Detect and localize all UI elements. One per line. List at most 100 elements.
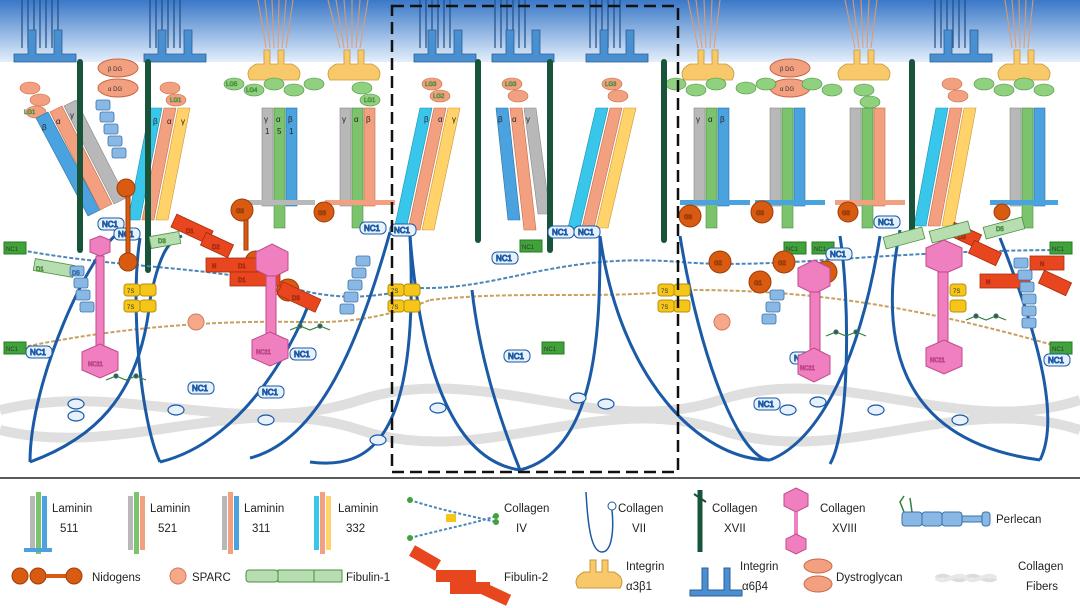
legend-laminin-332: Laminin 332 (314, 492, 378, 554)
collagen-vii-nc2-nodes (67, 392, 969, 446)
chain-beta-label: β (498, 115, 503, 124)
nc1-label: NC1 (496, 254, 513, 263)
lg1-label: LG1 (364, 98, 376, 104)
nc1-label: NC1 (552, 228, 569, 237)
lg2-label: LG2 (433, 94, 445, 100)
lg-domains: LG1 LG1 LG5 LG4 LG1 LG3 LG2 LG3 LG3 (19, 77, 1055, 119)
laminin-521-a: γ α β (325, 107, 395, 229)
g2-label: G2 (714, 261, 723, 267)
lg3-label: LG3 (505, 82, 517, 88)
collagen-xvii-group (77, 59, 915, 273)
chain-beta-label: β (424, 115, 429, 124)
g3-label: G3 (236, 209, 245, 215)
laminin-511-far-right (990, 107, 1058, 229)
laminin-511-b: γ α β (680, 107, 750, 229)
nc1-label: NC1 (102, 220, 119, 229)
chain-gamma-label: γ (696, 115, 700, 124)
chain-beta-label: β (720, 115, 725, 124)
legend-collagen-xvii-line1: Collagen (712, 503, 757, 515)
chain-alpha-label: α (276, 115, 281, 124)
legend-integrin-a3b1-line1: Integrin (626, 561, 664, 573)
g2-label: G2 (778, 261, 787, 267)
chain-alpha-label: α (167, 117, 172, 126)
legend-dystroglycan: Dystroglycan (803, 558, 902, 593)
laminin-332-left: β α γ (127, 107, 191, 221)
chain-beta-label: β (366, 115, 371, 124)
beta-dg-label: β DG (108, 67, 122, 73)
laminin-332-right (567, 107, 637, 229)
nc11-label: NC11 (88, 362, 104, 368)
d3-label: D3 (958, 235, 966, 241)
n-label: N (986, 280, 990, 286)
g1-label: G1 (754, 281, 763, 287)
laminin-311-center: β α γ (495, 107, 551, 231)
collagen-vii-loops (28, 229, 1050, 472)
nidogens: G3 G2 G1 G3 G3 G2 G3 G2 G1 G1 G3 (116, 178, 1011, 302)
legend-integrin-a3b1: Integrin α3β1 (575, 559, 664, 593)
nc1-label: NC1 (394, 226, 411, 235)
lg3-label: LG3 (605, 82, 617, 88)
nc1-label: NC1 (364, 224, 381, 233)
nc1-label: NC1 (508, 352, 525, 361)
legend-nidogens: Nidogens (11, 567, 141, 585)
nc1-label: NC1 (6, 247, 19, 253)
laminin-bundles: β α γ β α γ γ α β 1 5 1 (35, 99, 1058, 231)
nc1-label: NC1 (1048, 356, 1065, 365)
legend-integrin-a6b4-line1: Integrin (740, 561, 778, 573)
intermediate-filaments (21, 0, 966, 48)
legend-fibulin-1-text: Fibulin-1 (346, 572, 390, 584)
chain-alpha-label: α (708, 115, 713, 124)
nc1-label: NC1 (522, 245, 535, 251)
nc1-label: NC1 (878, 218, 895, 227)
d1-label: D1 (238, 264, 246, 270)
d5-label: D5 (72, 271, 80, 277)
nc1-label: NC1 (830, 250, 847, 259)
legend-laminin-511-line1: Laminin (52, 503, 92, 515)
legend-laminin-311-line1: Laminin (244, 503, 284, 515)
d3-label: D3 (158, 239, 166, 245)
legend-laminin-521-line1: Laminin (150, 503, 190, 515)
lg5-label: LG5 (226, 82, 238, 88)
lg3-label: LG3 (425, 82, 437, 88)
nc11-label: NC11 (930, 358, 946, 364)
nc11-label: NC11 (800, 366, 816, 372)
seven-s-label: 7S (391, 289, 398, 295)
g3-label: G3 (756, 211, 765, 217)
legend-laminin-311-line2: 311 (252, 523, 270, 535)
alpha-dg-label: α DG (780, 87, 794, 93)
legend-perlecan-text: Perlecan (996, 514, 1041, 526)
laminin-332-far-right (913, 107, 977, 227)
fibulin-1-group: D3 D1 D5 (32, 216, 1026, 278)
chain-beta-label: β (153, 117, 158, 126)
legend-collagen-vii-line1: Collagen (618, 503, 663, 515)
seven-s-label: 7S (661, 289, 668, 295)
collagen-xviii-group: NC11 NC11 NC11 NC11 (81, 235, 963, 383)
seven-s-label: 7S (661, 305, 668, 311)
seven-s-label: 7S (391, 305, 398, 311)
d1-label: D1 (36, 267, 44, 273)
nc1-label: NC1 (544, 347, 557, 353)
nc1-label: NC1 (1052, 247, 1065, 253)
seven-s-label: 7S (127, 305, 134, 311)
nc11-label: NC11 (256, 350, 272, 356)
legend-dystroglycan-text: Dystroglycan (836, 572, 902, 584)
seven-s-label: 7S (953, 289, 960, 295)
d2-label: D2 (212, 245, 220, 251)
seven-s-label: 7S (127, 289, 134, 295)
legend-laminin-311: Laminin 311 (222, 492, 284, 554)
chain-gamma-label: γ (342, 115, 346, 124)
legend-collagen-fibers-line1: Collagen (1018, 561, 1063, 573)
d1-label: D1 (186, 229, 194, 235)
laminin-511-a: γ α β 1 5 1 (245, 107, 315, 229)
legend: Laminin 511 Laminin 521 Laminin 311 Lami… (11, 487, 1063, 606)
n-label: N (1040, 262, 1044, 268)
lg1-label: LG1 (24, 110, 36, 116)
nc1-label: NC1 (294, 350, 311, 359)
legend-collagen-iv-line1: Collagen (504, 503, 549, 515)
chain-number-label: 5 (277, 127, 282, 136)
highlight-box (390, 4, 680, 474)
actin-filaments (257, 0, 1034, 49)
chain-gamma-label: γ (264, 115, 268, 124)
legend-laminin-332-line1: Laminin (338, 503, 378, 515)
lg1-label: LG1 (170, 98, 182, 104)
